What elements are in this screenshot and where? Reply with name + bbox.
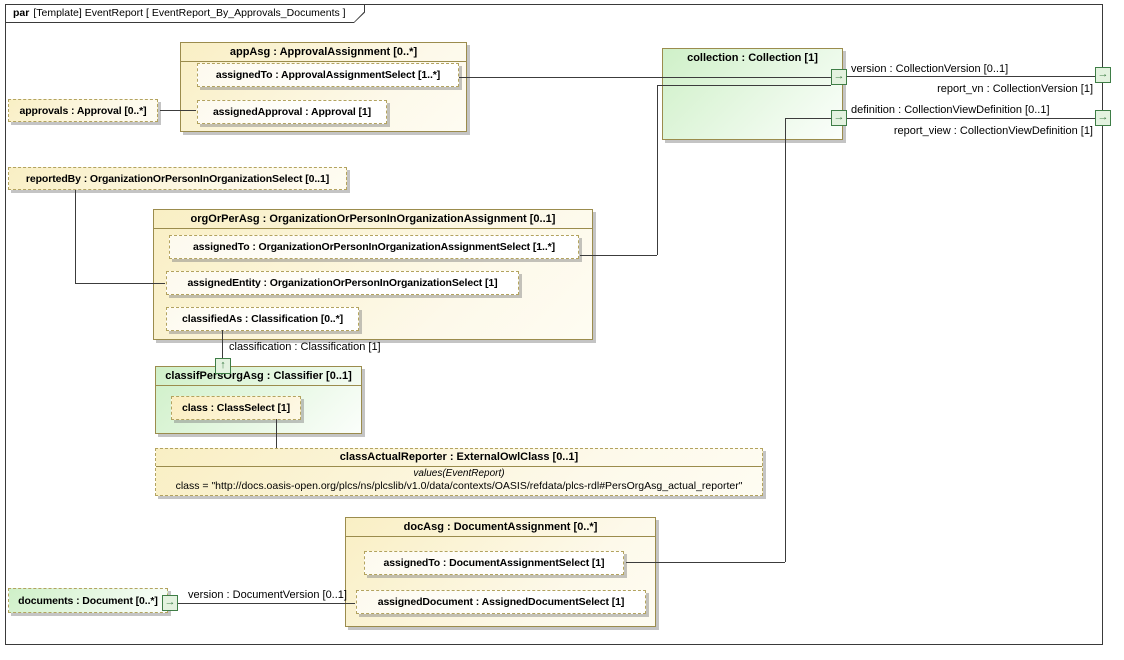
frame-title: par[Template] EventReport [ EventReport_… (6, 5, 364, 22)
frame-report-view-port-icon: → (1095, 110, 1111, 126)
prop-docAsg-assignedTo: assignedTo : DocumentAssignmentSelect [1… (364, 551, 624, 575)
frame-title-tab: par[Template] EventReport [ EventReport_… (5, 4, 365, 23)
node-classifPersOrgAsg-title: classifPersOrgAsg : Classifier [0..1] (156, 367, 361, 386)
prop-orgOrPerAsg-assignedTo: assignedTo : OrganizationOrPersonInOrgan… (169, 235, 579, 259)
connector-version-port-to-frame-port (847, 76, 1095, 77)
connector-definition-to-docAsg-seg3 (626, 562, 785, 563)
node-classActualReporter-stereotype: values(EventReport) (413, 468, 505, 479)
connector-orgOrPerAsg-assignedTo-seg2 (657, 85, 658, 255)
connector-classifiedAs-to-classifier (222, 330, 223, 358)
node-approvals: approvals : Approval [0..*] (8, 99, 158, 122)
node-classActualReporter: classActualReporter : ExternalOwlClass [… (155, 448, 763, 496)
frame-report-vn-port-icon: → (1095, 67, 1111, 83)
node-collection-title: collection : Collection [1] (687, 52, 818, 64)
connector-class-to-classActualReporter (276, 419, 277, 448)
label-report-vn: report_vn : CollectionVersion [1] (937, 83, 1093, 95)
node-reportedBy: reportedBy : OrganizationOrPersonInOrgan… (8, 167, 347, 190)
node-docAsg-title: docAsg : DocumentAssignment [0..*] (346, 518, 655, 537)
label-definition: definition : CollectionViewDefinition [0… (851, 104, 1050, 116)
connector-reportedBy-seg2 (75, 283, 165, 284)
node-classActualReporter-value: class = "http://docs.oasis-open.org/plcs… (175, 480, 743, 492)
collection-version-port-icon: → (831, 69, 847, 85)
label-classification: classification : Classification [1] (229, 341, 381, 353)
connector-approvals-to-assignedApproval (160, 110, 196, 111)
connector-orgOrPerAsg-assignedTo-seg3 (657, 85, 831, 86)
frame-title-text: [Template] EventReport [ EventReport_By_… (33, 7, 346, 19)
label-doc-version: version : DocumentVersion [0..1] (188, 589, 347, 601)
connector-orgOrPerAsg-assignedTo-seg1 (580, 255, 657, 256)
collection-definition-port-icon: → (831, 110, 847, 126)
node-documents: documents : Document [0..*] (8, 588, 168, 613)
connector-reportedBy-seg1 (75, 190, 76, 283)
node-orgOrPerAsg-title: orgOrPerAsg : OrganizationOrPersonInOrga… (154, 210, 592, 229)
node-appAsg: appAsg : ApprovalAssignment [0..*] assig… (180, 42, 467, 132)
label-version-collection: version : CollectionVersion [0..1] (851, 63, 1009, 75)
classifier-classification-port-icon: ↑ (215, 358, 231, 374)
connector-definition-to-docAsg-seg1 (785, 118, 831, 119)
node-orgOrPerAsg: orgOrPerAsg : OrganizationOrPersonInOrga… (153, 209, 593, 340)
prop-orgOrPerAsg-classifiedAs: classifiedAs : Classification [0..*] (166, 307, 359, 331)
connector-definition-port-to-frame-port (847, 118, 1095, 119)
label-report-view: report_view : CollectionViewDefinition [… (893, 125, 1093, 137)
frame-keyword: par (13, 7, 30, 19)
node-collection: collection : Collection [1] (662, 48, 843, 140)
prop-appAsg-assignedTo: assignedTo : ApprovalAssignmentSelect [1… (197, 63, 459, 87)
prop-orgOrPerAsg-assignedEntity: assignedEntity : OrganizationOrPersonInO… (166, 271, 519, 295)
node-classActualReporter-title: classActualReporter : ExternalOwlClass [… (156, 449, 762, 467)
prop-classifPersOrgAsg-class: class : ClassSelect [1] (171, 396, 301, 420)
connector-definition-to-docAsg-seg2 (785, 118, 786, 562)
node-docAsg: docAsg : DocumentAssignment [0..*] assig… (345, 517, 656, 627)
prop-docAsg-assignedDocument: assignedDocument : AssignedDocumentSelec… (356, 590, 646, 614)
documents-version-port-icon: → (162, 595, 178, 611)
connector-documents-to-assignedDocument (178, 603, 355, 604)
connector-appAsg-assignedTo-to-version-port (459, 77, 831, 78)
node-appAsg-title: appAsg : ApprovalAssignment [0..*] (181, 43, 466, 62)
prop-appAsg-assignedApproval: assignedApproval : Approval [1] (197, 100, 387, 124)
diagram-frame (5, 4, 1103, 645)
node-classifPersOrgAsg: classifPersOrgAsg : Classifier [0..1] cl… (155, 366, 362, 434)
